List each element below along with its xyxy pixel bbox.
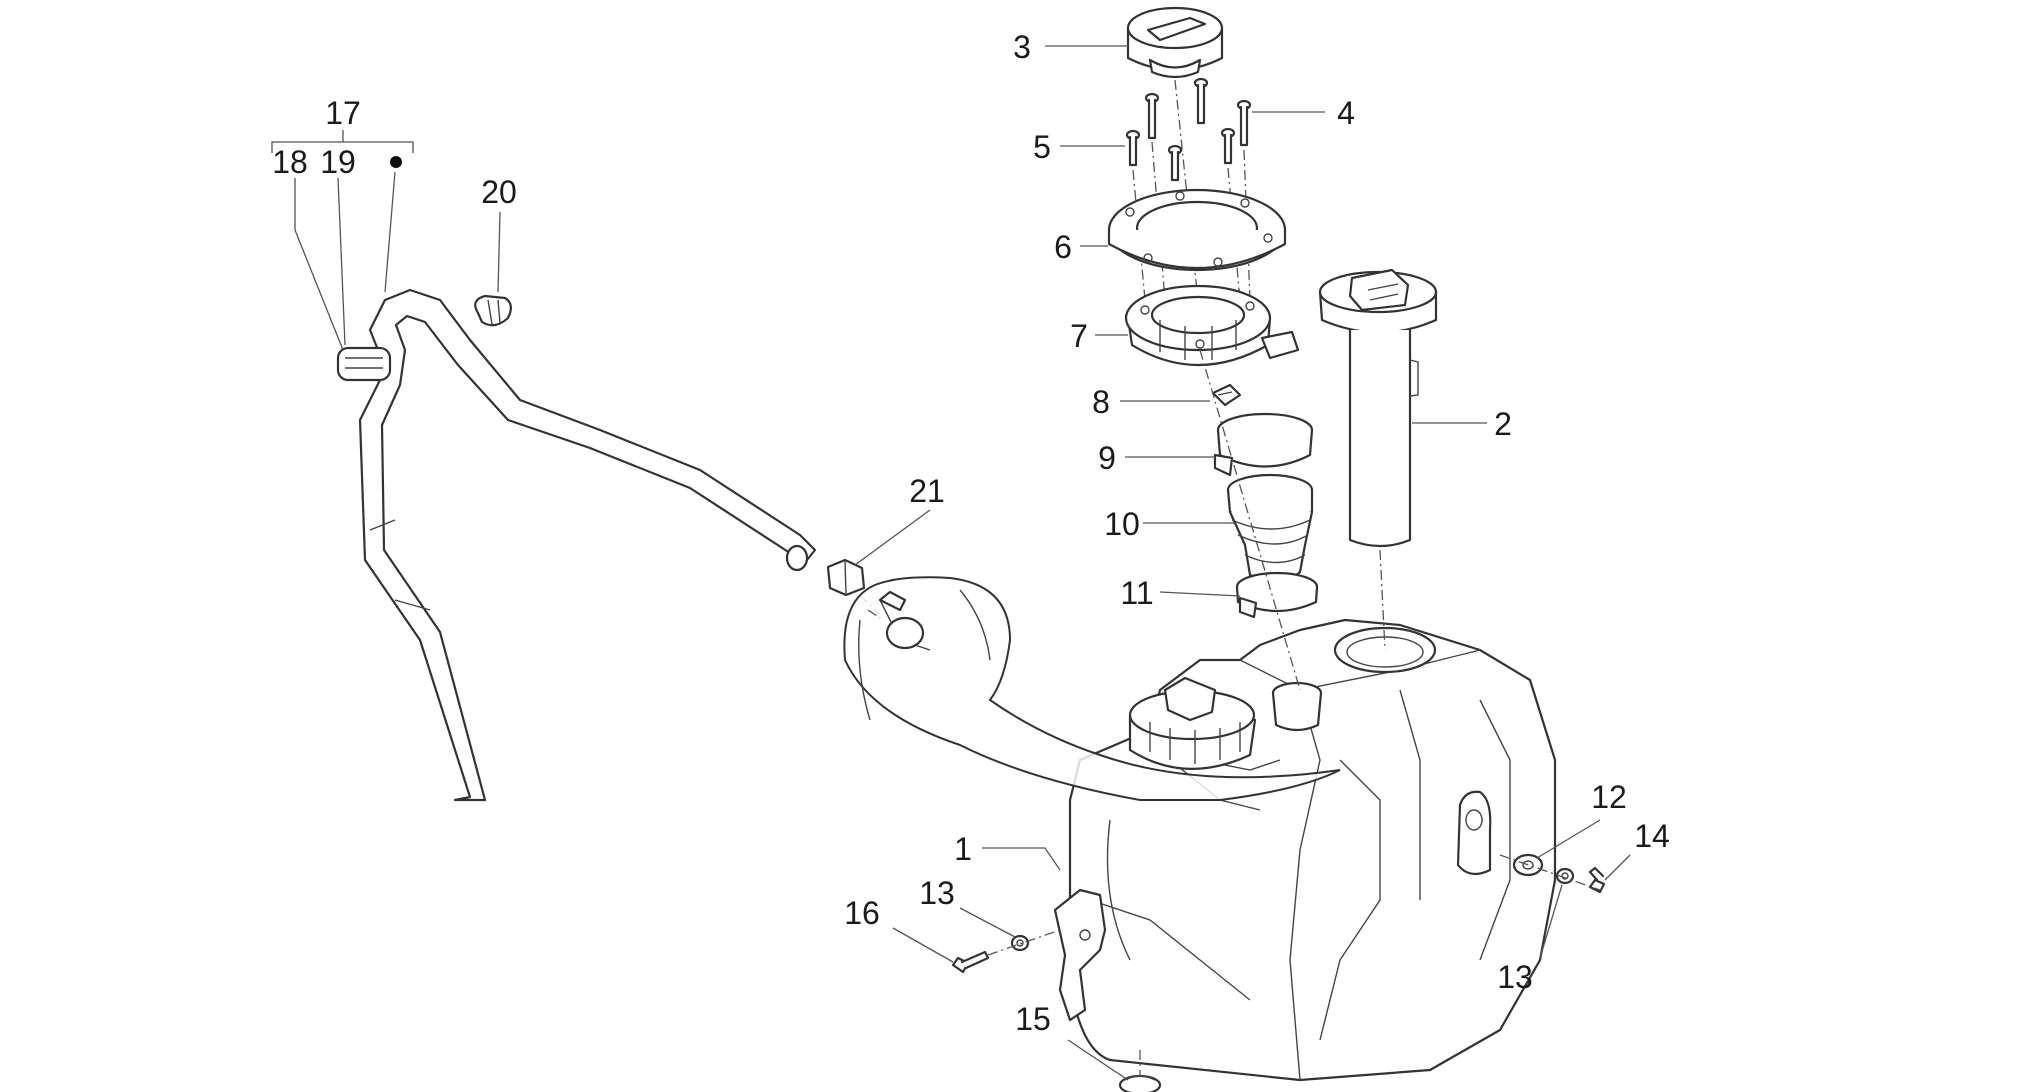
- leader-20: [497, 211, 501, 293]
- leader-13-left: [959, 907, 1016, 938]
- hose-clamp-20: [474, 294, 512, 327]
- label-11: 11: [1120, 575, 1153, 611]
- filler-cap: [1126, 6, 1224, 79]
- leader-21: [854, 509, 931, 566]
- label-15: 15: [1015, 1001, 1051, 1037]
- leader-18: [294, 178, 344, 351]
- label-13-right: 13: [1497, 959, 1533, 995]
- mounting-bracket: [1053, 888, 1107, 1022]
- leader-14: [1604, 854, 1631, 881]
- hose-check-valve: [336, 346, 392, 382]
- leader-19: [337, 177, 346, 346]
- axis-callout: [867, 609, 881, 619]
- clamp-11: [1235, 571, 1319, 619]
- axis-neck: [1199, 349, 1301, 691]
- tank-neck: [1271, 681, 1323, 732]
- label-18: 18: [272, 144, 308, 180]
- breather-hose: [358, 288, 817, 802]
- label-5: 5: [1033, 129, 1051, 165]
- leader-16: [892, 927, 954, 963]
- bullet-marker: [390, 156, 402, 168]
- clamp-9: [1213, 412, 1314, 477]
- label-7: 7: [1070, 318, 1088, 354]
- leader-13-right: [1539, 884, 1563, 959]
- washer-13-left: [1010, 934, 1030, 952]
- side-grommet: [1456, 790, 1492, 876]
- washer-13-right: [1555, 867, 1575, 885]
- screw-16: [951, 950, 990, 974]
- label-8: 8: [1092, 384, 1110, 420]
- label-14: 14: [1634, 818, 1670, 854]
- screw-set: [1125, 77, 1252, 182]
- leader-11: [1159, 591, 1241, 597]
- detail-callout: [843, 576, 1341, 801]
- label-12: 12: [1591, 779, 1627, 815]
- leader-bullet: [384, 171, 396, 293]
- bracket-17: [271, 130, 414, 153]
- flange-ring: [1107, 188, 1287, 272]
- axis-left-fasteners: [987, 929, 1061, 956]
- leader-15: [1067, 1039, 1129, 1081]
- label-13-left: 13: [919, 875, 955, 911]
- fuel-pump-unit: [1124, 284, 1300, 366]
- axis-gauge: [1379, 549, 1386, 651]
- label-4: 4: [1337, 95, 1355, 131]
- axis-right-fasteners: [1499, 854, 1601, 891]
- leader-1: [982, 847, 1061, 871]
- label-6: 6: [1054, 229, 1072, 265]
- label-9: 9: [1098, 440, 1116, 476]
- label-21: 21: [909, 473, 945, 509]
- label-10: 10: [1104, 506, 1140, 542]
- label-2: 2: [1494, 406, 1512, 442]
- label-3: 3: [1013, 29, 1031, 65]
- label-17: 17: [325, 95, 361, 131]
- label-19: 19: [320, 144, 356, 180]
- label-1: 1: [954, 831, 972, 867]
- leader-12: [1536, 819, 1601, 859]
- label-16: 16: [844, 895, 880, 931]
- screw-14: [1588, 866, 1606, 894]
- label-20: 20: [481, 174, 517, 210]
- fuel-level-gauge: [1318, 268, 1438, 548]
- fuel-filter: [1211, 383, 1242, 407]
- filler-sleeve: [1226, 473, 1314, 583]
- clamp-21: [826, 558, 866, 597]
- tank-fuel-pump-flange: [1128, 676, 1257, 770]
